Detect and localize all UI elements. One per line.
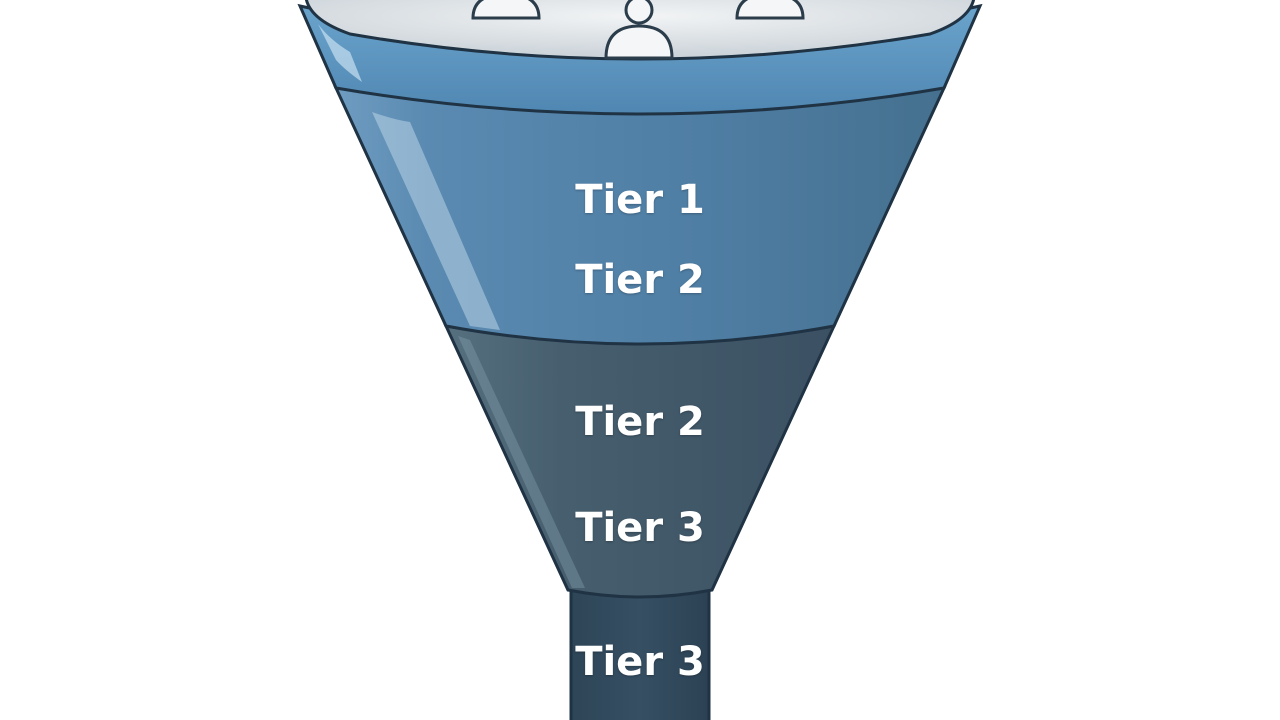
- tier-label: Tier 1: [575, 177, 705, 223]
- person-icon: [604, 0, 674, 60]
- tier-label: Tier 2: [575, 257, 705, 303]
- funnel-middle-section: [443, 324, 837, 599]
- person-icon: [735, 0, 805, 20]
- person-icon: [471, 0, 541, 20]
- tier-label: Tier 2: [575, 399, 705, 445]
- tier-label: Tier 3: [575, 639, 705, 685]
- tier-label: Tier 3: [575, 505, 705, 551]
- funnel-spout: [569, 588, 711, 720]
